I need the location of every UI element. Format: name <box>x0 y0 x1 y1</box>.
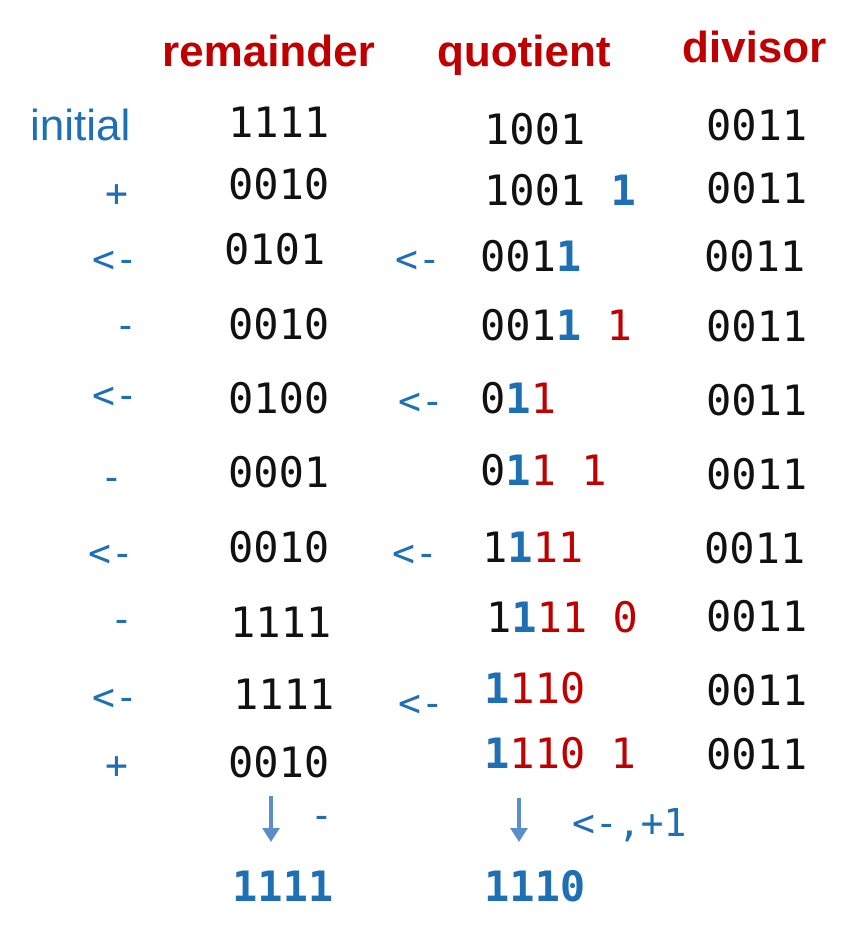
quotient-digits: 1 <box>486 593 512 642</box>
op-subtract: - <box>100 455 123 499</box>
op-final-quotient: <-,+1 <box>572 801 687 845</box>
quotient-digit-highlight: 1 <box>507 523 533 572</box>
op-final-remainder: - <box>310 793 333 837</box>
divisor-value: 0011 <box>706 164 808 213</box>
divisor-value: 0011 <box>706 666 808 715</box>
quotient-digit-highlight: 1 <box>555 232 582 281</box>
op-shift-left: <- <box>88 531 134 575</box>
remainder-value: 0010 <box>228 738 330 787</box>
quotient-digit-computed: 1 <box>530 374 556 423</box>
quotient-value: 1110 1 <box>484 733 636 775</box>
quotient-digits: 0 <box>480 446 506 495</box>
remainder-value: 0010 <box>228 160 330 209</box>
remainder-value: 0001 <box>228 448 330 497</box>
quotient-value: 0011 1 <box>480 305 632 347</box>
quotient-new-bit: 1 <box>610 729 636 778</box>
divisor-value: 0011 <box>704 232 806 281</box>
op-quotient-shift: <- <box>392 531 438 575</box>
divisor-value: 0011 <box>704 524 806 573</box>
final-remainder: 1111 <box>232 862 334 911</box>
quotient-digit-computed: 1 <box>530 446 556 495</box>
quotient-digit-computed: 11 <box>536 593 588 642</box>
remainder-value: 1111 <box>230 598 332 647</box>
divisor-value: 0011 <box>706 730 808 779</box>
quotient-digit-computed: 110 <box>509 729 586 778</box>
quotient-digit-highlight: 1 <box>505 446 531 495</box>
quotient-new-bit: 1 <box>606 301 632 350</box>
divisor-value: 0011 <box>706 376 808 425</box>
header-remainder: remainder <box>162 27 375 76</box>
remainder-value: 0010 <box>228 300 330 349</box>
quotient-new-bit: 1 <box>581 446 607 495</box>
remainder-value: 0100 <box>228 374 330 423</box>
divisor-value: 0011 <box>706 101 808 150</box>
quotient-digit-highlight: 1 <box>511 593 537 642</box>
quotient-new-bit: 1 <box>610 166 636 215</box>
quotient-value: 1001 <box>484 105 586 154</box>
quotient-value: 1001 1 <box>484 170 636 212</box>
remainder-value: 1111 <box>228 98 330 147</box>
down-arrow-head-icon <box>262 828 280 842</box>
divisor-value: 0011 <box>706 302 808 351</box>
quotient-value: 0011 <box>480 236 581 278</box>
quotient-value: 1110 <box>484 668 585 710</box>
quotient-new-bit: 0 <box>612 593 638 642</box>
quotient-digit-computed: 110 <box>509 664 586 713</box>
quotient-digit-computed: 11 <box>532 523 584 572</box>
divisor-value: 0011 <box>706 450 808 499</box>
label-initial: initial <box>30 101 131 150</box>
quotient-digits: 001 <box>480 301 556 350</box>
quotient-value: 1111 0 <box>486 597 638 639</box>
down-arrow-icon <box>517 798 521 828</box>
header-quotient: quotient <box>437 27 611 76</box>
down-arrow-icon <box>269 796 273 828</box>
quotient-value: 011 1 <box>480 450 606 492</box>
quotient-value: 1111 <box>482 527 583 569</box>
quotient-digit-highlight: 1 <box>505 374 531 423</box>
quotient-digit-highlight: 1 <box>555 301 582 350</box>
down-arrow-head-icon <box>510 828 528 842</box>
remainder-value: 0101 <box>224 225 326 274</box>
quotient-digits: 001 <box>480 232 556 281</box>
op-subtract: - <box>114 303 137 347</box>
quotient-digits: 1001 <box>484 166 586 215</box>
quotient-digits: 1 <box>482 523 508 572</box>
op-shift-left: <- <box>92 675 138 719</box>
divisor-value: 0011 <box>706 592 808 641</box>
remainder-value: 0010 <box>228 523 330 572</box>
quotient-digit-highlight: 1 <box>484 729 510 778</box>
remainder-value: 1111 <box>233 670 335 719</box>
op-add: + <box>105 171 128 215</box>
op-quotient-shift: <- <box>398 379 444 423</box>
header-divisor: divisor <box>682 23 827 72</box>
op-shift-left: <- <box>92 373 138 417</box>
quotient-digit-highlight: 1 <box>484 664 510 713</box>
op-shift-left: <- <box>92 237 138 281</box>
op-add: + <box>105 743 128 787</box>
op-quotient-shift: <- <box>398 681 444 725</box>
quotient-value: 011 <box>480 378 556 420</box>
final-quotient: 1110 <box>484 862 586 911</box>
quotient-digits: 0 <box>480 374 506 423</box>
op-quotient-shift: <- <box>395 237 441 281</box>
op-subtract: - <box>110 597 133 641</box>
